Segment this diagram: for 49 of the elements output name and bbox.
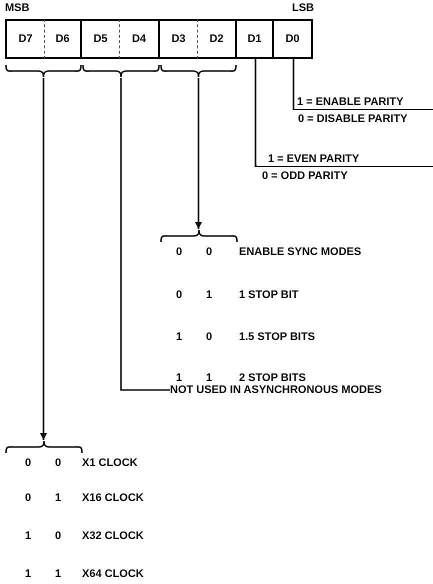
option-text: 0 = ODD PARITY	[261, 169, 349, 183]
curly-brace	[5, 64, 82, 78]
option-text: X32 CLOCK	[82, 529, 144, 543]
connector-line	[254, 59, 257, 168]
connector-line	[120, 78, 170, 391]
bit-value: 1	[176, 330, 182, 344]
bit-value: 0	[25, 491, 32, 505]
bit-value: 0	[176, 288, 182, 302]
bit-value: 1	[55, 567, 62, 581]
curly-brace	[5, 440, 83, 454]
bit-cell: D1	[237, 19, 274, 59]
curly-brace	[82, 64, 160, 78]
bit-order-label: MSB	[5, 1, 30, 15]
option-text: NOT USED IN ASYNCHRONOUS MODES	[170, 383, 383, 397]
bit-value: 0	[176, 245, 182, 259]
bit-value: 0	[25, 456, 32, 470]
connector-line	[292, 59, 295, 110]
bit-value: 1	[206, 371, 212, 385]
bit-cell: D3	[160, 19, 198, 59]
option-text: X64 CLOCK	[82, 567, 144, 581]
option-text: 1.5 STOP BITS	[239, 330, 316, 344]
bit-value: 1	[206, 288, 212, 302]
option-text: 1 = ENABLE PARITY	[294, 93, 433, 110]
bit-cell: D0	[274, 19, 313, 59]
bit-cell: D2	[198, 19, 237, 59]
bit-cell: D7	[5, 19, 45, 59]
bit-value: 0	[55, 456, 62, 470]
arrow	[195, 78, 202, 229]
option-text: 0 = DISABLE PARITY	[297, 112, 409, 126]
bit-cell: D6	[45, 19, 82, 59]
arrow	[40, 78, 47, 440]
bit-value: 1	[176, 371, 182, 385]
option-text: 1 STOP BIT	[239, 288, 299, 302]
bit-value: 1	[25, 567, 32, 581]
bit-value: 1	[55, 491, 62, 505]
bit-value: 1	[25, 529, 32, 543]
option-text: ENABLE SYNC MODES	[239, 245, 362, 259]
option-text: 2 STOP BITS	[239, 371, 306, 385]
bit-value: 0	[206, 330, 212, 344]
option-text: 1 = EVEN PARITY	[257, 150, 433, 167]
bit-value: 0	[55, 529, 62, 543]
bit-order-label: LSB	[292, 1, 314, 15]
curly-brace	[160, 229, 238, 243]
bit-cell: D4	[120, 19, 160, 59]
curly-brace	[160, 64, 237, 78]
option-text: X1 CLOCK	[82, 456, 138, 470]
option-text: X16 CLOCK	[82, 491, 144, 505]
bit-value: 0	[206, 245, 212, 259]
bit-cell: D5	[82, 19, 120, 59]
